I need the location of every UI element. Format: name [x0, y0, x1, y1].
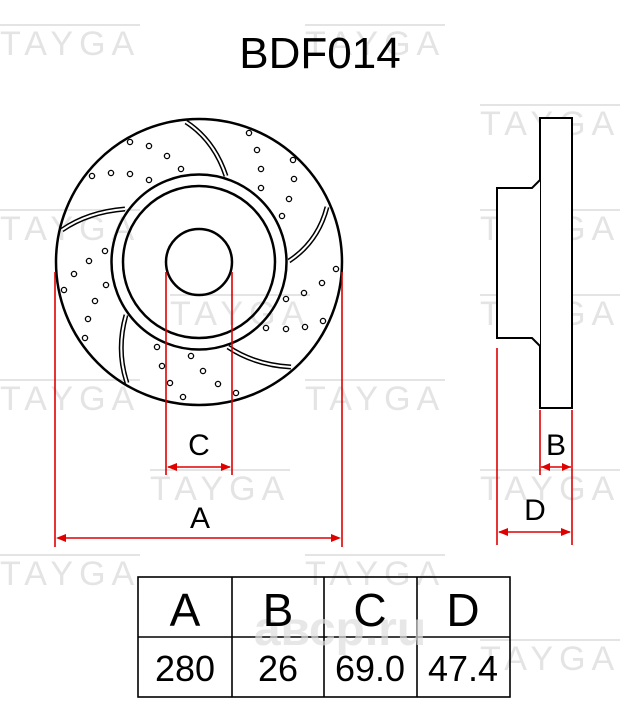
drill-hole — [199, 367, 207, 375]
drill-hole — [179, 393, 187, 401]
drill-hole — [282, 325, 290, 333]
tayga-watermark: TAYGA — [0, 25, 140, 63]
drill-hole — [290, 175, 298, 183]
tayga-watermark: TAYGA — [305, 380, 445, 418]
drill-hole — [153, 343, 161, 351]
drill-hole — [285, 195, 293, 203]
disc-side-view — [496, 117, 573, 409]
drill-hole — [262, 324, 270, 332]
drill-hole — [85, 257, 93, 265]
drill-hole — [101, 247, 109, 255]
drill-hole — [84, 315, 92, 323]
drill-hole — [177, 165, 185, 173]
drill-hole — [257, 165, 265, 173]
hub-side — [496, 179, 541, 347]
drill-hole — [278, 212, 286, 220]
drill-hole — [126, 138, 134, 146]
tayga-watermark: TAYGA — [0, 380, 140, 418]
drill-hole — [289, 156, 297, 164]
table-header: D — [446, 584, 479, 636]
slot — [184, 119, 229, 177]
drill-hole — [163, 152, 171, 160]
slot — [287, 206, 330, 264]
center-bore — [164, 227, 234, 297]
drill-hole — [102, 281, 110, 289]
drill-hole — [257, 184, 265, 192]
table-value: 47.4 — [428, 648, 498, 689]
dimension-label-c: C — [188, 429, 210, 462]
drill-hole — [187, 352, 195, 360]
drill-hole — [332, 265, 340, 273]
drill-hole — [232, 389, 240, 397]
drill-hole — [81, 334, 89, 342]
drill-hole — [88, 172, 96, 180]
drill-hole — [70, 270, 78, 278]
drill-hole — [166, 379, 174, 387]
tayga-watermark: TAYGA — [0, 555, 140, 593]
drill-hole — [300, 289, 308, 297]
dimensions-table — [137, 576, 511, 698]
slot — [226, 344, 292, 370]
drill-hole — [253, 146, 261, 154]
table-value: 69.0 — [335, 648, 405, 689]
dimension-label-b: B — [546, 429, 566, 462]
table-value: 26 — [258, 648, 298, 689]
drill-hole — [158, 362, 166, 370]
dimension-label-a: A — [190, 502, 210, 535]
disc-flange-side — [539, 117, 573, 409]
table-header: C — [353, 584, 386, 636]
drill-hole — [318, 279, 326, 287]
disc-front-view — [54, 117, 344, 407]
dimension-label-d: D — [524, 494, 546, 527]
drill-hole — [214, 380, 222, 388]
tayga-watermark: TAYGA — [305, 25, 445, 63]
drill-hole — [126, 170, 134, 178]
drill-hole — [319, 317, 327, 325]
drill-hole — [60, 286, 68, 294]
hub-outer-ring — [110, 173, 288, 351]
hub-inner-ring — [121, 184, 277, 340]
drill-hole — [107, 169, 115, 177]
tayga-watermark: TAYGA — [150, 470, 290, 508]
disc-outer-edge — [54, 117, 344, 407]
drill-holes — [60, 129, 340, 401]
tayga-watermark: TAYGA — [480, 640, 620, 678]
drill-hole — [145, 176, 153, 184]
slots — [60, 119, 330, 384]
drill-hole — [282, 295, 290, 303]
drill-hole — [245, 129, 253, 137]
part-number-title: BDF014 — [239, 29, 400, 78]
drill-hole — [145, 142, 153, 150]
table-header: B — [263, 584, 294, 636]
drill-hole — [301, 323, 309, 331]
drill-hole — [91, 297, 99, 305]
tayga-watermark: TAYGA — [480, 470, 620, 508]
dimension-lines — [54, 272, 573, 547]
table-value: 280 — [155, 648, 215, 689]
table-header: A — [170, 584, 201, 636]
table-cells: A 280 B 26 C 69.0 D 47.4 — [155, 584, 498, 689]
abcp-watermark: aвсp.ru — [254, 603, 426, 656]
